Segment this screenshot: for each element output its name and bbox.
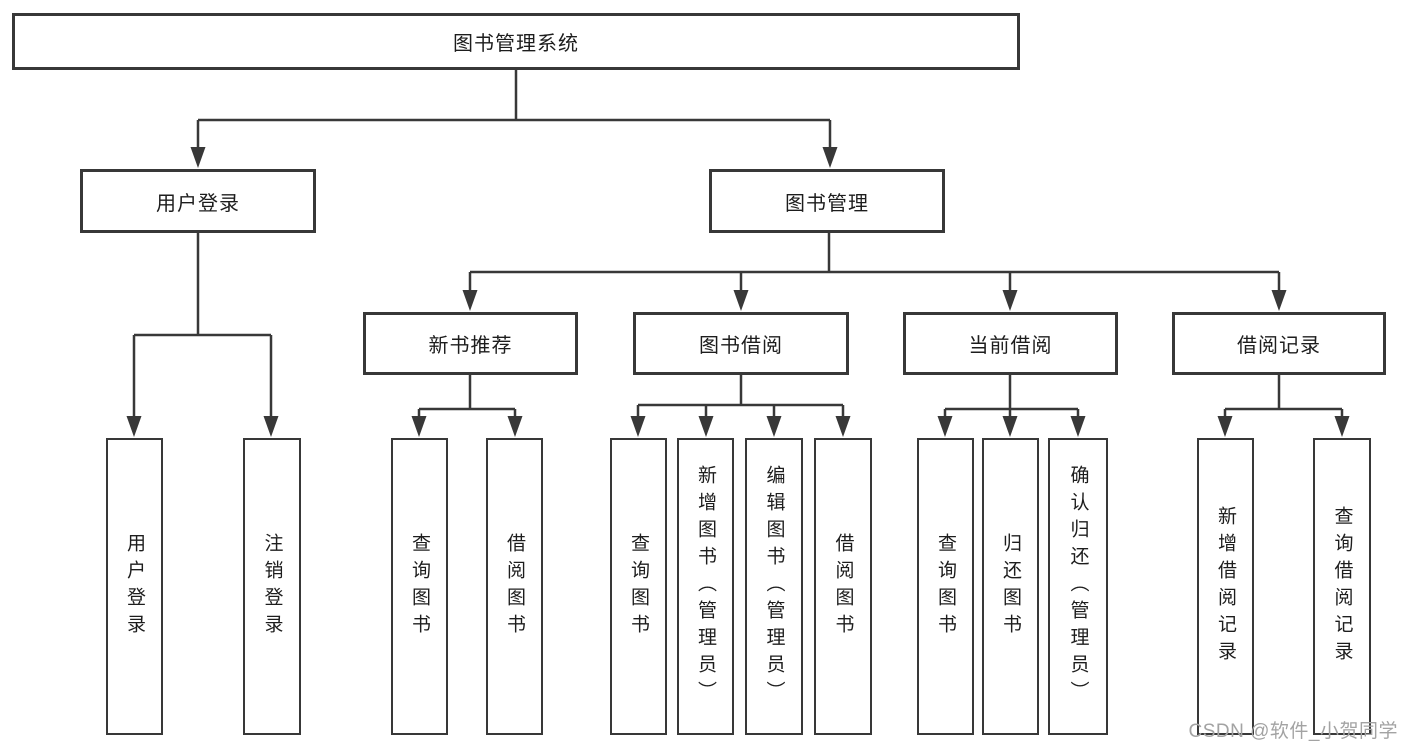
leaf-borrow-books-1: 借阅图书 — [486, 438, 543, 735]
leaf-query-books-1: 查询图书 — [391, 438, 448, 735]
node-label: 新书推荐 — [428, 335, 513, 357]
node-label: 查询借阅记录 — [1331, 505, 1353, 668]
node-library-management-system: 图书管理系统 — [12, 13, 1020, 70]
node-label: 新增借阅记录 — [1215, 505, 1236, 668]
node-book-borrow: 图书借阅 — [633, 312, 849, 375]
leaf-edit-books-admin: 编辑图书（管理员） — [745, 438, 803, 735]
node-label: 借阅图书 — [832, 532, 854, 641]
node-label: 图书借阅 — [699, 335, 783, 357]
arrowheads — [126, 147, 1350, 437]
leaf-confirm-return-admin: 确认归还（管理员） — [1048, 438, 1108, 735]
leaf-user-login: 用户登录 — [106, 438, 163, 735]
node-label: 查询图书 — [935, 532, 956, 641]
node-label: 用户登录 — [156, 192, 240, 215]
watermark: CSDN @软件_小贺同学 — [1188, 721, 1398, 742]
node-user-login-group: 用户登录 — [80, 169, 316, 233]
leaf-query-books-3: 查询图书 — [917, 438, 974, 735]
node-label: 新增图书（管理员） — [695, 465, 716, 708]
node-new-book-recommend: 新书推荐 — [363, 312, 578, 375]
leaf-add-borrow-record: 新增借阅记录 — [1197, 438, 1254, 735]
node-book-management: 图书管理 — [709, 169, 945, 233]
node-label: 借阅记录 — [1237, 335, 1321, 357]
node-borrow-records: 借阅记录 — [1172, 312, 1386, 375]
node-label: 图书管理 — [785, 192, 869, 215]
leaf-logout: 注销登录 — [243, 438, 301, 735]
node-label: 借阅图书 — [504, 532, 525, 641]
node-label: 图书管理系统 — [453, 33, 579, 55]
node-label: 当前借阅 — [968, 335, 1053, 357]
leaf-return-books: 归还图书 — [982, 438, 1039, 735]
leaf-add-books-admin: 新增图书（管理员） — [677, 438, 734, 735]
leaf-query-books-2: 查询图书 — [610, 438, 667, 735]
node-current-borrow: 当前借阅 — [903, 312, 1118, 375]
node-label: 用户登录 — [124, 532, 145, 641]
connector-strokes — [132, 70, 1344, 419]
node-label: 归还图书 — [1000, 532, 1021, 641]
node-label: 确认归还（管理员） — [1067, 465, 1089, 708]
node-label: 查询图书 — [628, 532, 649, 641]
node-label: 注销登录 — [261, 532, 283, 641]
node-label: 查询图书 — [409, 532, 430, 641]
leaf-borrow-books-2: 借阅图书 — [814, 438, 872, 735]
leaf-query-borrow-record: 查询借阅记录 — [1313, 438, 1371, 735]
node-label: 编辑图书（管理员） — [763, 465, 785, 708]
